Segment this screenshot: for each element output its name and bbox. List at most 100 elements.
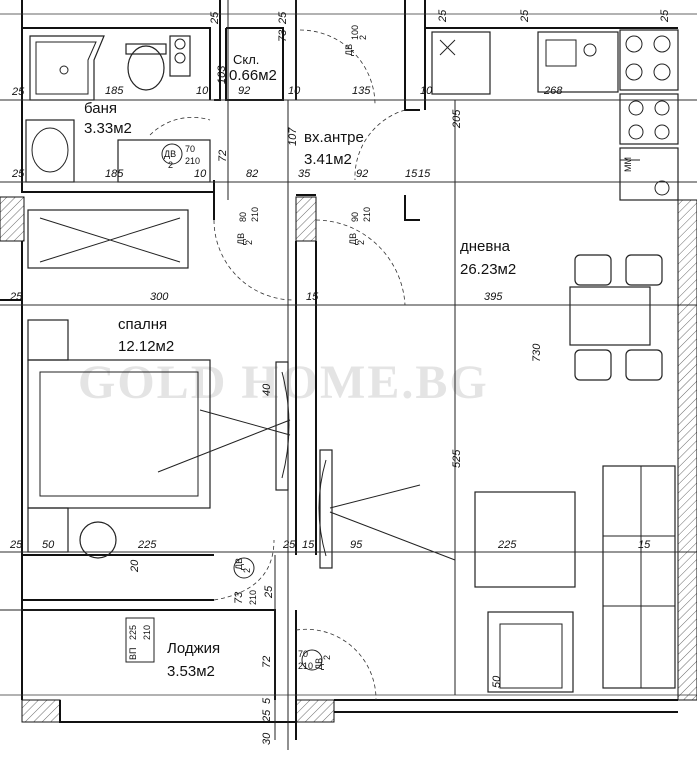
chair	[625, 254, 663, 286]
svg-text:ДВ: ДВ	[314, 658, 324, 670]
watermark-text: GOLD HOME.BG	[78, 356, 489, 409]
dimension-label: 10	[194, 168, 207, 180]
dimension-label: 10	[196, 85, 209, 97]
room-living: дневна 26.23м2	[460, 238, 516, 278]
bedroom-furniture	[27, 209, 291, 559]
dimension-label: 268	[543, 85, 563, 97]
shower-drain-icon	[59, 65, 69, 75]
svg-text:ДВ: ДВ	[236, 233, 246, 245]
kitchen-sink-icon	[537, 31, 619, 93]
door-arc	[149, 116, 211, 136]
toilet-tank	[125, 43, 167, 55]
dimension-label: 15	[638, 539, 651, 551]
room-loggia: Лоджия 3.53м2	[167, 640, 220, 680]
svg-text:210: 210	[142, 625, 152, 640]
dimension-label: 5	[261, 697, 273, 704]
svg-text:100: 100	[350, 25, 360, 40]
svg-text:ДВ: ДВ	[348, 233, 358, 245]
dimension-label: 107	[287, 127, 299, 146]
dimension-label: 225	[497, 539, 517, 551]
svg-text:90: 90	[350, 212, 360, 222]
room-area: 0.66м2	[229, 67, 277, 84]
sliding-doors: 40	[261, 361, 456, 569]
living-furniture	[474, 465, 676, 693]
svg-text:2: 2	[322, 655, 332, 660]
room-area: 26.23м2	[460, 261, 516, 278]
dimension-label: 72	[261, 656, 273, 668]
dimension-label: 92	[356, 168, 368, 180]
room-name: спалня	[118, 316, 167, 333]
dimension-label: 185	[105, 168, 124, 180]
wall-left-segment	[0, 196, 25, 242]
door-tag-d3: ДВ 90 210 2	[348, 207, 372, 245]
boiler	[169, 35, 191, 77]
room-name: Скл.	[233, 52, 259, 67]
room-storage: Скл. 0.66м2	[229, 52, 277, 84]
svg-text:210: 210	[298, 661, 313, 671]
room-name: Лоджия	[167, 640, 220, 657]
door-arc	[315, 219, 406, 306]
svg-text:70: 70	[185, 144, 195, 154]
dimension-label: 185	[105, 85, 124, 97]
nightstand	[27, 319, 69, 361]
wall-mid-segment	[295, 196, 317, 242]
svg-text:2: 2	[358, 35, 368, 40]
sliding-door	[319, 449, 333, 569]
dimension-label: 25	[519, 9, 531, 23]
room-name: дневна	[460, 238, 511, 255]
room-area: 12.12м2	[118, 338, 174, 355]
wall-bottom-mid	[295, 699, 335, 723]
dimension-label: 20	[129, 559, 141, 573]
door-arc	[295, 628, 377, 701]
chair	[625, 349, 663, 381]
window-tag: ВП 225 210	[125, 617, 155, 663]
door-swings	[149, 29, 406, 701]
room-area: 3.33м2	[84, 120, 132, 137]
dimension-label: 73	[233, 591, 245, 604]
dining-set	[569, 254, 663, 381]
dimension-label: 30	[261, 732, 273, 745]
dimension-label: 25	[263, 585, 275, 599]
dimension-label: 10	[420, 85, 433, 97]
svg-text:ДВ: ДВ	[344, 44, 354, 56]
svg-text:210: 210	[248, 590, 258, 605]
dimension-label: 25	[261, 709, 273, 723]
dimension-label: 50	[491, 675, 503, 688]
watermark: GOLD HOME.BG	[78, 356, 489, 409]
svg-text:ДВ: ДВ	[164, 149, 176, 159]
outer-walls	[0, 196, 697, 723]
sofa-icon	[602, 465, 676, 689]
shower-tray	[29, 35, 105, 101]
wall-bottom-left	[21, 699, 61, 723]
cooktop-icon	[619, 29, 679, 91]
dimension-label: 730	[531, 343, 543, 362]
fridge	[431, 31, 491, 95]
dimension-label: 135	[352, 85, 371, 97]
dimension-label: 25	[11, 168, 25, 180]
svg-text:70: 70	[298, 649, 308, 659]
dimension-label: 92	[238, 85, 250, 97]
dimension-label: 25	[9, 539, 23, 551]
door-tag-d2: ДВ 80 210 2	[236, 207, 260, 245]
kitchen: ММ	[431, 29, 679, 201]
svg-text:ДВ: ДВ	[234, 558, 244, 570]
room-name: вх.антре	[304, 129, 364, 146]
svg-text:210: 210	[250, 207, 260, 222]
dimension-label: 35	[298, 168, 311, 180]
dimension-label: 15	[405, 168, 418, 180]
dimension-label: 25	[659, 9, 671, 23]
room-hall: вх.антре 3.41м2	[304, 129, 364, 168]
dimension-label: 525	[451, 449, 463, 468]
bed-icon	[27, 359, 211, 509]
svg-text:210: 210	[362, 207, 372, 222]
dimension-label: 50	[42, 539, 55, 551]
dimension-label: 25	[437, 9, 449, 23]
chair-round-icon	[79, 521, 117, 559]
svg-text:2: 2	[244, 240, 254, 245]
dimension-label: 25	[9, 291, 23, 303]
dimension-label: 10	[288, 85, 301, 97]
dimension-label: 25	[277, 11, 289, 25]
room-area: 3.53м2	[167, 663, 215, 680]
